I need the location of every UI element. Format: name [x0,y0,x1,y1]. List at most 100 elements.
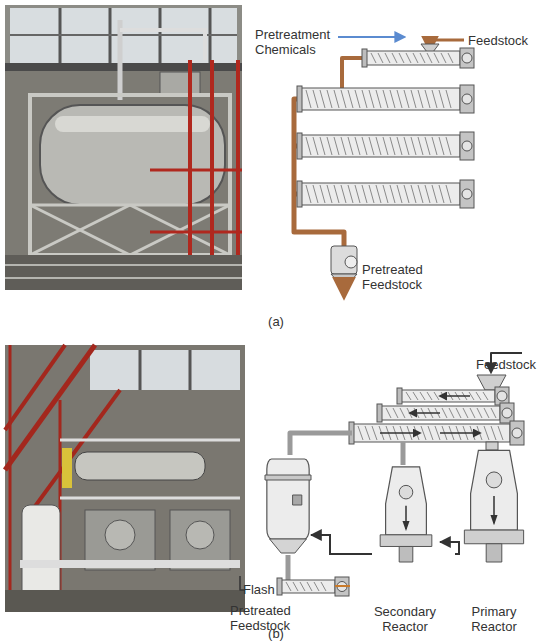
annotation-label: Feedstock [476,357,546,372]
pilot-plant-photo [75,452,205,480]
screw-conveyor [327,137,332,155]
vessel-label: Secondary Reactor [360,604,450,634]
screw-conveyor [371,53,376,63]
screw-conveyor [427,53,432,63]
pilot-plant-photo [189,350,192,390]
screw-conveyor [427,392,432,400]
screw-conveyor [477,408,482,418]
screw-conveyor [280,580,335,593]
flash-tank: Flash [265,455,311,555]
screw-conveyor [502,408,512,418]
screw-conveyor [390,137,395,155]
flow-arrow [405,506,407,529]
pipe-line [286,555,291,580]
vessel-outline [380,535,432,547]
screw-conveyor [385,53,390,63]
screw-conveyor [355,90,360,108]
screw-conveyor [341,185,346,203]
screw-conveyor [483,392,488,400]
vessel-outline [267,459,309,539]
screw-conveyor [460,85,474,113]
screw-conveyor [348,137,353,155]
pilot-plant-photo [5,277,242,279]
screw-conveyor [383,185,388,203]
pilot-plant-photo [62,448,72,488]
screw-conveyor [327,185,332,203]
screw-conveyor [449,408,454,418]
screw-conveyor [439,185,444,203]
pilot-plant-photo [60,439,240,442]
screw-conveyor [390,185,395,203]
vessel-outline [372,465,440,562]
screw-conveyor [313,90,318,108]
flow-connector [311,535,372,554]
screw-conveyor [390,90,395,108]
screw-conveyor [334,90,339,108]
screw-conveyor [476,392,481,400]
screw-conveyor [362,90,367,108]
screw-conveyor [369,185,374,203]
screw-conveyor [365,51,460,65]
pilot-plant-photo [55,116,210,132]
screw-conveyor [355,185,360,203]
pilot-plant-photo [90,350,240,390]
screw-conveyor [463,408,468,418]
pilot-plant-photo [105,520,135,550]
screw-conveyor [439,137,444,155]
pilot-plant-photo [40,105,225,205]
screw-conveyor [365,426,370,440]
screw-conveyor [355,137,360,155]
screw-conveyor [425,90,430,108]
pipe-line [294,99,344,246]
screw-conveyor [432,137,437,155]
flow-arrow [338,36,404,38]
screw-conveyor [383,90,388,108]
screw-conveyor [380,406,500,420]
pilot-plant-photo [5,345,245,612]
screw-conveyor [418,90,423,108]
screw-conveyor [377,403,514,423]
screw-conveyor [378,53,383,63]
vessel-outline [386,467,427,535]
screw-conveyor [434,53,439,63]
screw-conveyor [442,408,447,418]
screw-conveyor [425,185,430,203]
flow-connector [440,542,459,554]
screw-conveyor [510,421,524,445]
screw-conveyor [432,90,437,108]
pipe-line [440,432,480,434]
screw-conveyor [297,133,302,159]
screw-conveyor [362,49,367,67]
screw-conveyor [397,387,509,405]
flow-arrow [493,496,495,523]
collection-vessel [331,274,357,282]
screw-conveyor [352,424,510,442]
screw-conveyor [293,582,298,591]
screw-conveyor [420,53,425,63]
screw-conveyor [297,86,302,112]
annotation-label: Pretreatment Chemicals [255,27,340,57]
screw-conveyor [313,137,318,155]
pipe-line [380,432,420,434]
screw-conveyor [320,137,325,155]
vessel-outline [265,475,311,480]
screw-conveyor [306,90,311,108]
pipe-line [342,282,346,296]
screw-conveyor [392,53,397,63]
screw-conveyor [421,426,426,440]
screw-conveyor [376,185,381,203]
pilot-plant-photo [10,8,237,63]
pilot-plant-photo [60,497,240,500]
screw-conveyor [397,137,402,155]
vessel-outline [486,472,502,488]
pilot-plant-photo [186,521,214,549]
screw-conveyor [362,48,474,68]
screw-conveyor [334,137,339,155]
screw-conveyor [320,185,325,203]
screw-conveyor [404,90,409,108]
screw-conveyor [462,189,472,199]
screw-conveyor [300,582,305,591]
screw-conveyor [300,183,460,205]
screw-conveyor [400,408,405,418]
screw-conveyor [500,403,514,423]
